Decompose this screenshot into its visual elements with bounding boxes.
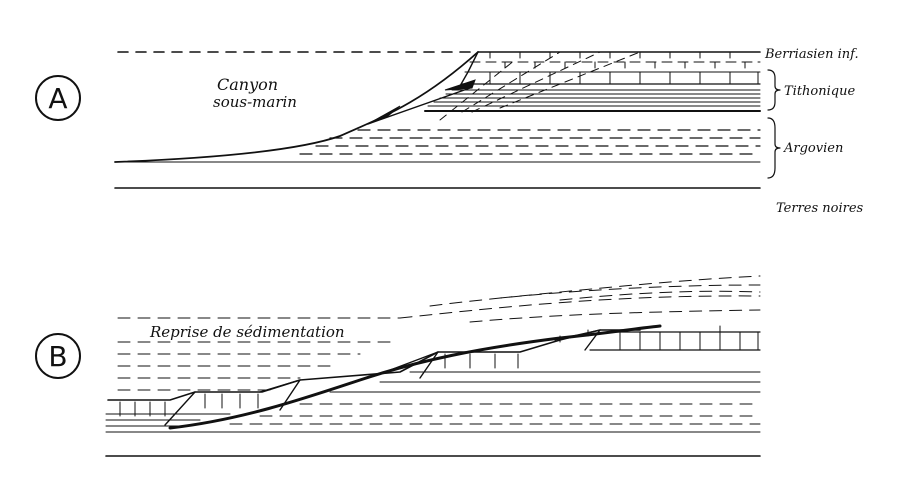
panel-b: B Reprise de sédimentation [35,275,761,457]
terres-noires-label: Terres noires [776,201,864,216]
reprise-label: Reprise de sédimentation [149,323,345,341]
stepped-block-ticks [119,353,519,417]
tithonique-beds [427,89,761,107]
panel-b-letter: B [48,340,67,373]
cliff-edge [459,51,479,87]
canyon-profile [114,51,479,163]
panel-b-circle [35,333,81,379]
panel-a: A [35,47,864,216]
canyon-label-line1: Canyon [217,75,278,94]
platform-ticks [559,325,759,351]
berriasien-hatching [489,51,746,69]
new-sediment-dashes [117,275,761,391]
argovien-brace [767,117,781,179]
slide-base [168,324,662,430]
slide-block [444,79,476,91]
tithonique-brace [767,69,781,111]
basin-beds [105,371,761,433]
slide-arrow-shaft [367,87,471,125]
tithonique-block-ticks [489,71,759,85]
fault-lines [439,51,641,121]
slump-blocks [164,329,601,426]
argovien-label: Argovien [783,141,843,156]
panel-a-letter: A [48,82,67,115]
basin-dashed-beds [229,403,761,425]
tithonique-label: Tithonique [784,84,855,99]
berriasien-label: Berriasien inf. [764,47,859,62]
argovien-beds [299,129,761,155]
canyon-label-line2: sous-marin [213,93,297,111]
panel-a-circle [35,75,81,121]
